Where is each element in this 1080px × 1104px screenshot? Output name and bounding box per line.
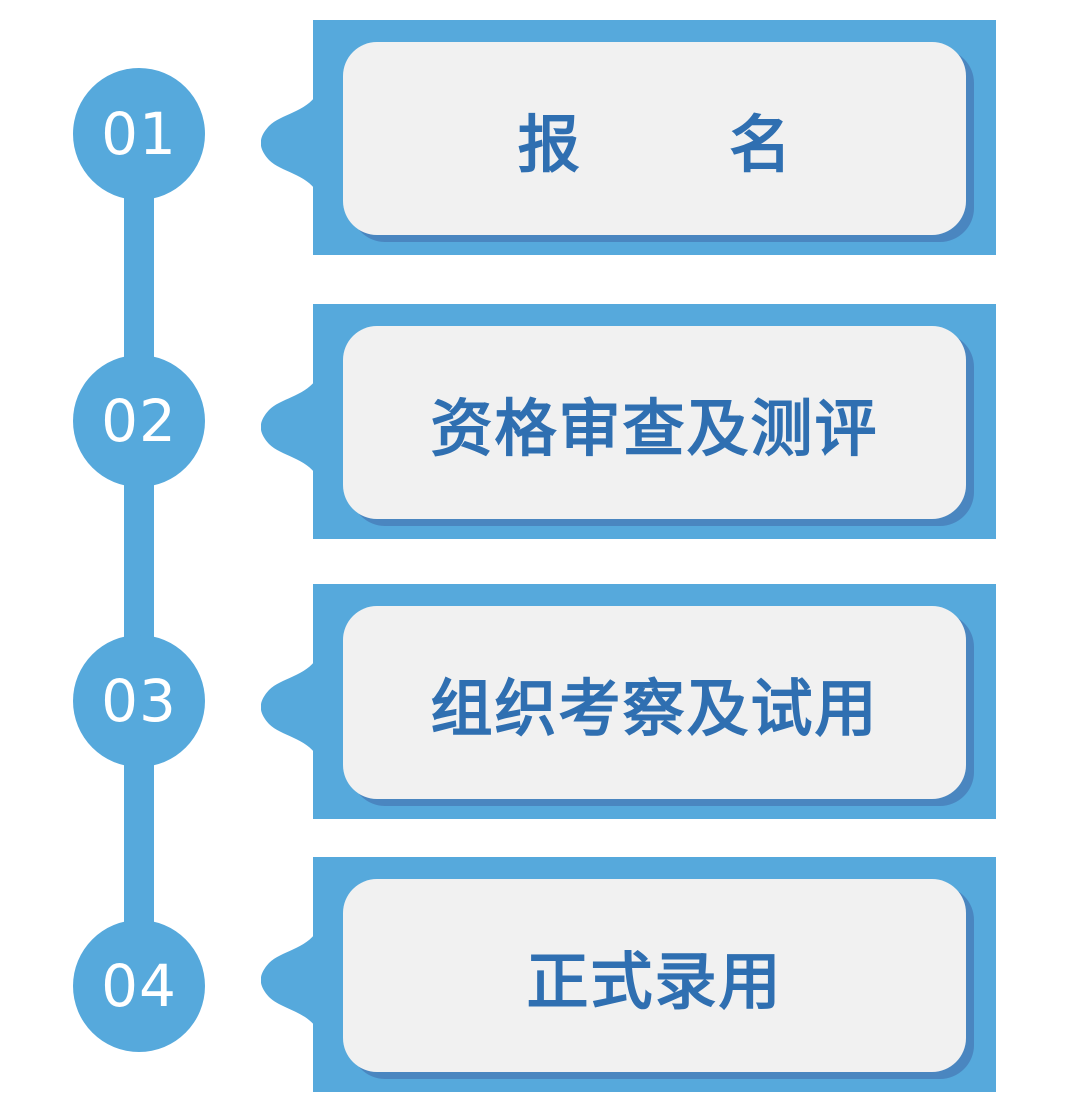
step-number: 02 xyxy=(101,387,177,455)
step-label: 正式录用 xyxy=(526,944,783,1018)
step-label: 资格审查及测评 xyxy=(430,391,879,465)
step-label: 组织考察及试用 xyxy=(430,671,879,745)
step-frame: 组织考察及试用 xyxy=(261,584,996,819)
step-number-circle: 03 xyxy=(73,635,205,767)
step-number: 03 xyxy=(101,667,177,735)
step-number-circle: 02 xyxy=(73,355,205,487)
step-number: 01 xyxy=(101,100,177,168)
timeline-line xyxy=(124,130,154,990)
step-card: 组织考察及试用 xyxy=(343,606,966,799)
step-card: 报 名 xyxy=(343,42,966,235)
connector-tab-shape xyxy=(261,94,317,192)
connector-tab-shape xyxy=(261,378,317,476)
step-frame: 正式录用 xyxy=(261,857,996,1092)
step-number: 04 xyxy=(101,952,177,1020)
step-frame: 报 名 xyxy=(261,20,996,255)
step-number-circle: 04 xyxy=(73,920,205,1052)
connector-tab-shape xyxy=(261,658,317,756)
step-label: 报 名 xyxy=(517,107,856,181)
step-card: 资格审查及测评 xyxy=(343,326,966,519)
step-frame: 资格审查及测评 xyxy=(261,304,996,539)
step-number-circle: 01 xyxy=(73,68,205,200)
connector-tab-shape xyxy=(261,931,317,1029)
step-card: 正式录用 xyxy=(343,879,966,1072)
